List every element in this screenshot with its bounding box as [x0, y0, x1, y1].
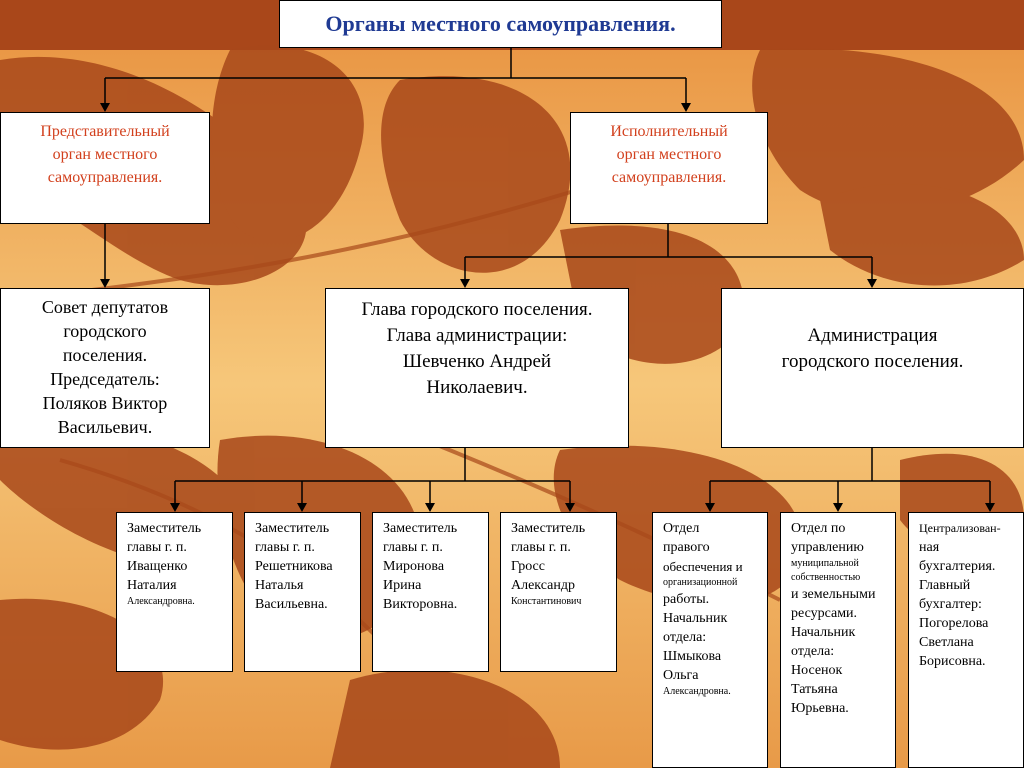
council-box: Совет депутатов городского поселения. Пр… — [0, 288, 210, 448]
dept-legal-line-5: работы. — [663, 592, 710, 607]
representative-body-box: Представительный орган местного самоупра… — [0, 112, 210, 224]
head-line-1: Глава городского поселения. — [361, 299, 593, 320]
council-line-3: поселения. — [62, 345, 148, 365]
deputy-1-surname: Иващенко — [127, 559, 188, 574]
dept-legal-line-2: правого — [663, 540, 710, 555]
dept-property-line-2: управлению — [791, 540, 864, 555]
dept-property-line-4: собственностью — [791, 572, 861, 583]
administration-line-1: Администрация — [807, 325, 938, 346]
head-line-4: Николаевич. — [426, 377, 528, 398]
deputy-3-patronymic: Викторовна. — [383, 597, 458, 612]
deputy-1-title: Заместитель — [127, 521, 202, 536]
dept-accounting-line-5: бухгалтер: — [919, 597, 982, 612]
deputy-box-4: Заместитель главы г. п. Гросс Александр … — [500, 512, 617, 672]
council-line-6: Васильевич. — [57, 417, 153, 437]
deputy-4-surname: Гросс — [511, 559, 545, 574]
dept-property-line-7: Начальник — [791, 625, 856, 640]
deputy-3-title-2: главы г. п. — [383, 540, 443, 555]
deputy-box-3: Заместитель главы г. п. Миронова Ирина В… — [372, 512, 489, 672]
deputy-1-name: Наталия — [127, 578, 177, 593]
council-line-1: Совет депутатов — [41, 297, 169, 317]
dept-legal-line-10: Александровна. — [663, 686, 731, 697]
deputy-1-title-2: главы г. п. — [127, 540, 187, 555]
dept-property-line-9: Носенок — [791, 663, 843, 678]
deputy-2-patronymic: Васильевна. — [255, 597, 328, 612]
executive-line-2: орган местного — [616, 146, 722, 163]
head-line-3: Шевченко Андрей — [402, 351, 552, 372]
dept-property-line-11: Юрьевна. — [791, 701, 849, 716]
dept-accounting-line-4: Главный — [919, 578, 971, 593]
deputy-4-title: Заместитель — [511, 521, 586, 536]
dept-property-line-1: Отдел по — [791, 521, 846, 536]
dept-accounting-line-1: Централизован- — [919, 521, 1001, 535]
deputy-4-title-2: главы г. п. — [511, 540, 571, 555]
dept-accounting-line-3: бухгалтерия. — [919, 559, 996, 574]
administration-line-2: городского поселения. — [781, 351, 964, 372]
deputy-2-surname: Решетникова — [255, 559, 333, 574]
deputy-box-1: Заместитель главы г. п. Иващенко Наталия… — [116, 512, 233, 672]
council-line-5: Поляков Виктор — [42, 393, 168, 413]
executive-body-box: Исполнительный орган местного самоуправл… — [570, 112, 768, 224]
dept-property-line-10: Татьяна — [791, 682, 838, 697]
deputy-3-title: Заместитель — [383, 521, 458, 536]
deputy-2-name: Наталья — [255, 578, 304, 593]
representative-line-2: орган местного — [52, 146, 158, 163]
dept-legal-line-4: организационной — [663, 577, 738, 588]
dept-legal-line-1: Отдел — [663, 521, 700, 536]
deputy-box-2: Заместитель главы г. п. Решетникова Ната… — [244, 512, 361, 672]
representative-line-1: Представительный — [40, 123, 170, 140]
deputy-4-patronymic: Константинович — [511, 596, 582, 607]
dept-property-line-8: отдела: — [791, 644, 835, 659]
dept-property-line-3: муниципальной — [791, 558, 859, 569]
dept-legal-line-3: обеспечения и — [663, 559, 743, 574]
dept-legal-box: Отдел правого обеспечения и организацион… — [652, 512, 768, 768]
deputy-2-title-2: главы г. п. — [255, 540, 315, 555]
head-box: Глава городского поселения. Глава админи… — [325, 288, 629, 448]
deputy-1-patronymic: Александровна. — [127, 596, 195, 607]
dept-legal-line-8: Шмыкова — [663, 649, 722, 664]
dept-accounting-line-6: Погорелова — [919, 616, 989, 631]
dept-legal-line-9: Ольга — [663, 668, 699, 683]
dept-property-line-6: ресурсами. — [791, 606, 858, 621]
council-line-2: городского — [63, 321, 147, 341]
deputy-3-surname: Миронова — [383, 559, 445, 574]
administration-box: Администрация городского поселения. — [721, 288, 1024, 448]
deputy-3-name: Ирина — [383, 578, 422, 593]
representative-line-3: самоуправления. — [47, 169, 163, 186]
executive-line-3: самоуправления. — [611, 169, 727, 186]
title-box: Органы местного самоуправления. — [279, 0, 722, 48]
dept-property-line-5: и земельными — [791, 587, 876, 602]
executive-line-1: Исполнительный — [610, 123, 728, 140]
dept-property-box: Отдел по управлению муниципальной собств… — [780, 512, 896, 768]
dept-accounting-line-7: Светлана — [919, 635, 974, 650]
dept-legal-line-7: отдела: — [663, 630, 707, 645]
deputy-2-title: Заместитель — [255, 521, 330, 536]
dept-accounting-line-8: Борисовна. — [919, 654, 986, 669]
dept-accounting-box: Централизован- ная бухгалтерия. Главный … — [908, 512, 1024, 768]
dept-accounting-line-2: ная — [919, 540, 940, 555]
head-line-2: Глава администрации: — [386, 325, 568, 346]
council-line-4: Председатель: — [50, 369, 160, 389]
chart-title: Органы местного самоуправления. — [325, 11, 676, 36]
dept-legal-line-6: Начальник — [663, 611, 728, 626]
deputy-4-name: Александр — [511, 578, 575, 593]
